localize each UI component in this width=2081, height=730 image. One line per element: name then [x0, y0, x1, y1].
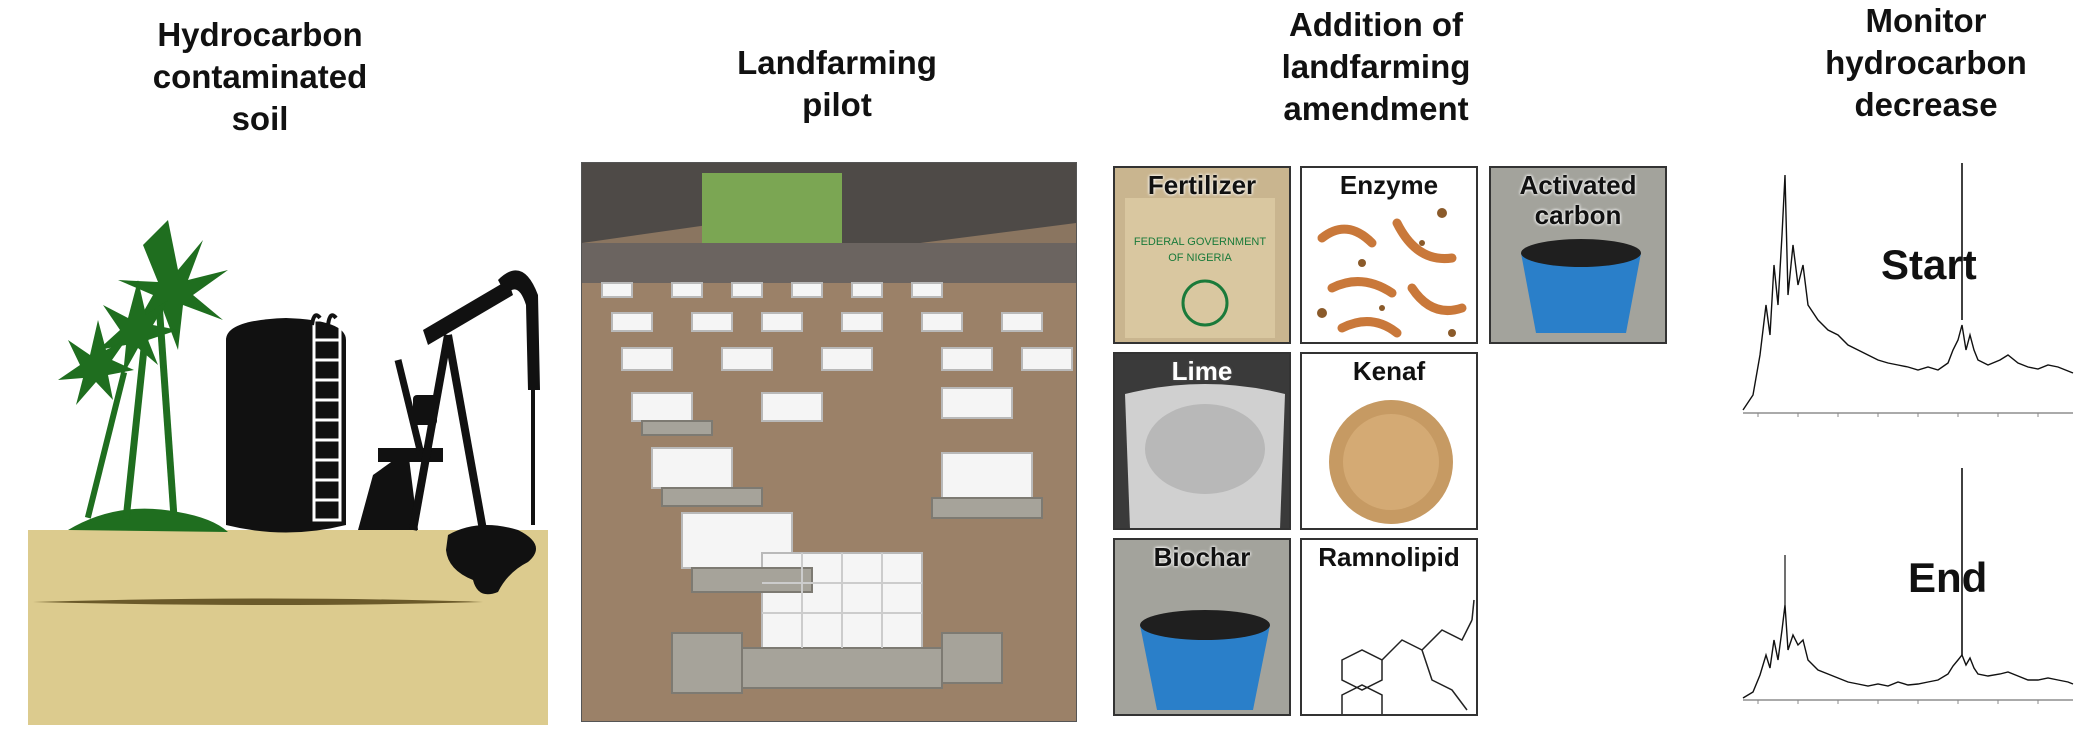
title-line: Addition of	[1288, 6, 1464, 43]
amendment-label: Fertilizer	[1147, 170, 1257, 200]
chromatogram-trace	[1742, 163, 2074, 417]
amendment-label: Lime	[1171, 356, 1233, 386]
storage-tank-icon	[226, 313, 346, 533]
chromatogram-label: End	[1908, 554, 1988, 601]
bucket-icon	[1521, 239, 1641, 333]
amendment-label: Enzyme	[1339, 170, 1439, 200]
amendment-tile-lime: Lime	[1113, 352, 1291, 530]
landfarming-scene	[582, 163, 1076, 721]
amendment-label: Ramnolipid	[1318, 542, 1460, 572]
title-line: decrease	[1854, 86, 1998, 123]
soil-crack	[33, 598, 483, 605]
amendment-label: Activated carbon	[1491, 170, 1665, 230]
amendment-label: Biochar	[1153, 542, 1251, 572]
title-line: soil	[231, 100, 289, 137]
title-line: landfarming	[1281, 48, 1471, 85]
title-line: contaminated	[152, 58, 368, 95]
lime-bag-icon	[1125, 384, 1285, 528]
chromatogram-trace	[1742, 468, 2074, 704]
amendment-tile-enzyme: Enzyme	[1300, 166, 1478, 344]
bag-text: FEDERAL GOVERNMENT	[1134, 236, 1267, 248]
amendment-tile-fertilizer: FEDERAL GOVERNMENT OF NIGERIA Fertilizer	[1113, 166, 1291, 344]
title-line: amendment	[1283, 90, 1469, 127]
title-line: Hydrocarbon	[157, 16, 363, 53]
bag-text: OF NIGERIA	[1168, 252, 1232, 264]
fertilizer-bag-icon: FEDERAL GOVERNMENT OF NIGERIA	[1125, 198, 1275, 338]
soil-scene	[28, 220, 548, 725]
chromatogram-label: Start	[1881, 241, 1977, 288]
title-line: hydrocarbon	[1825, 44, 2027, 81]
rhamnolipid-structure-icon	[1341, 599, 1475, 714]
palm-tree-icon	[58, 220, 228, 532]
landfarming-pilot-photo	[581, 162, 1077, 722]
bucket-icon	[1140, 610, 1270, 710]
enzyme-worms-icon	[1317, 208, 1467, 338]
title-line: Monitor	[1865, 2, 1987, 39]
chromatogram-start: Start	[1738, 155, 2078, 420]
pumpjack-icon	[358, 270, 540, 531]
label-line: Activated	[1519, 170, 1637, 200]
step-title-addition-amendment: Addition of landfarming amendment	[1226, 4, 1526, 130]
step-title-contaminated-soil: Hydrocarbon contaminated soil	[110, 14, 410, 140]
amendment-tile-ramnolipid: Ramnolipid	[1300, 538, 1478, 716]
amendment-tile-kenaf: Kenaf	[1300, 352, 1478, 530]
amendment-tile-biochar: Biochar	[1113, 538, 1291, 716]
contaminated-soil-illustration	[28, 200, 558, 725]
step-title-monitor-decrease: Monitor hydrocarbon decrease	[1776, 0, 2076, 126]
label-line: carbon	[1534, 200, 1622, 230]
step-title-landfarming-pilot: Landfarming pilot	[687, 42, 987, 126]
chromatogram-end: End	[1738, 460, 2078, 710]
title-line: pilot	[802, 86, 872, 123]
kenaf-pile-icon	[1329, 400, 1453, 524]
oil-spill-icon	[446, 525, 536, 595]
amendment-tile-activated-carbon: Activated carbon	[1489, 166, 1667, 344]
amendment-label: Kenaf	[1352, 356, 1426, 386]
title-line: Landfarming	[737, 44, 937, 81]
